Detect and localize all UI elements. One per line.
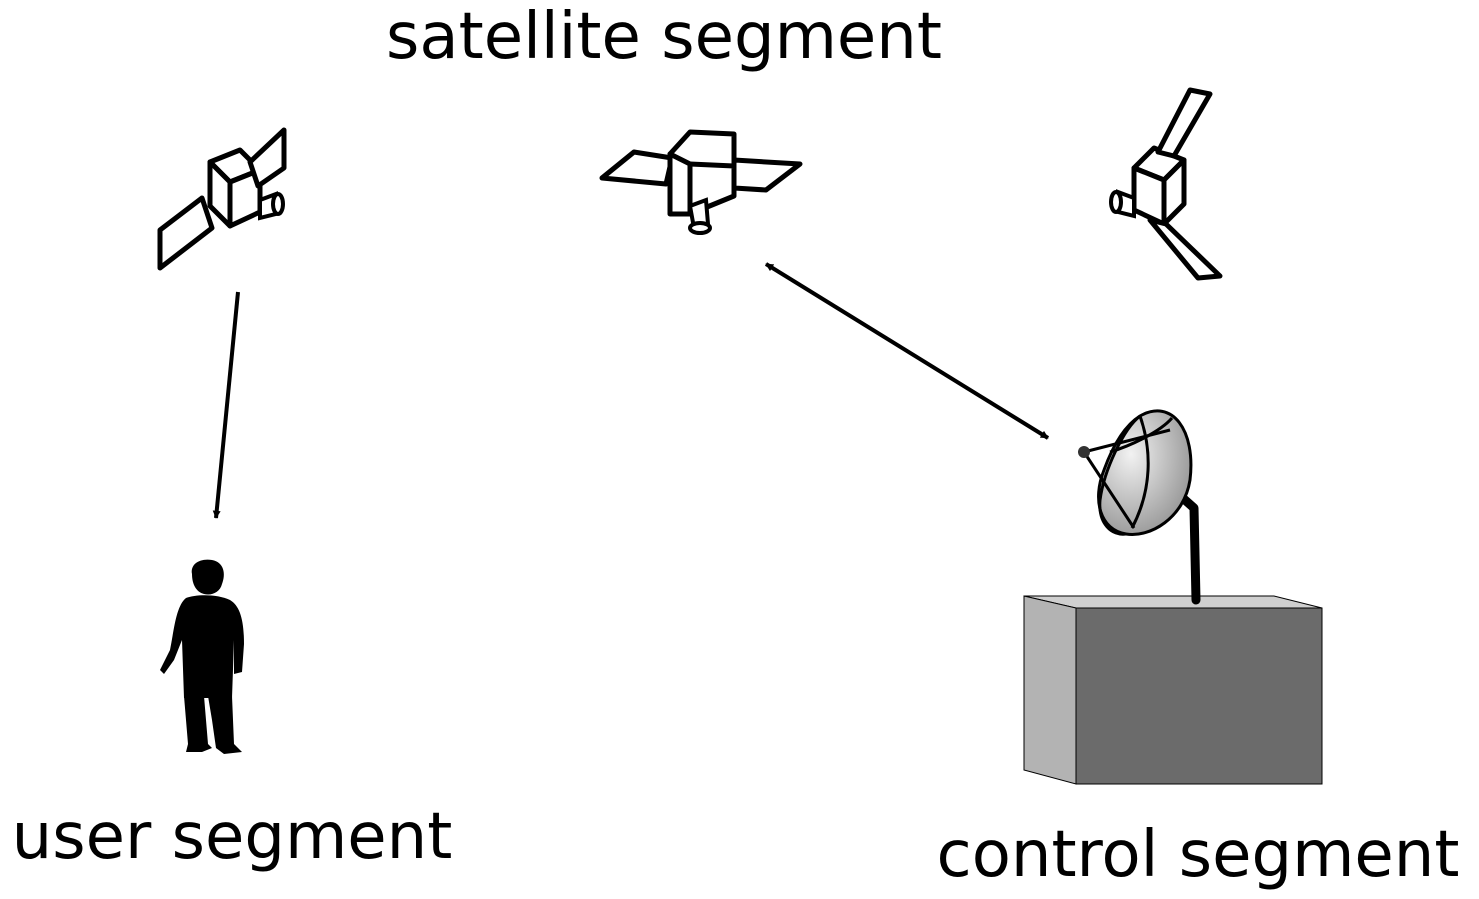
building-front bbox=[1075, 607, 1323, 785]
satellite-segment-label: satellite segment bbox=[386, 0, 942, 74]
uplink-downlink-arrow bbox=[764, 262, 1050, 440]
control-segment-label: control segment bbox=[937, 818, 1460, 892]
person-silhouette-icon bbox=[160, 559, 244, 754]
building-side bbox=[1023, 595, 1077, 785]
satellite-icon bbox=[599, 129, 803, 235]
satellite-icon bbox=[1109, 87, 1223, 281]
user-segment-label: user segment bbox=[12, 800, 453, 874]
satellite-dish-icon bbox=[1078, 409, 1193, 536]
ground-station-icon bbox=[1023, 409, 1323, 785]
satellite-icon bbox=[160, 130, 284, 268]
downlink-arrow bbox=[212, 291, 240, 519]
